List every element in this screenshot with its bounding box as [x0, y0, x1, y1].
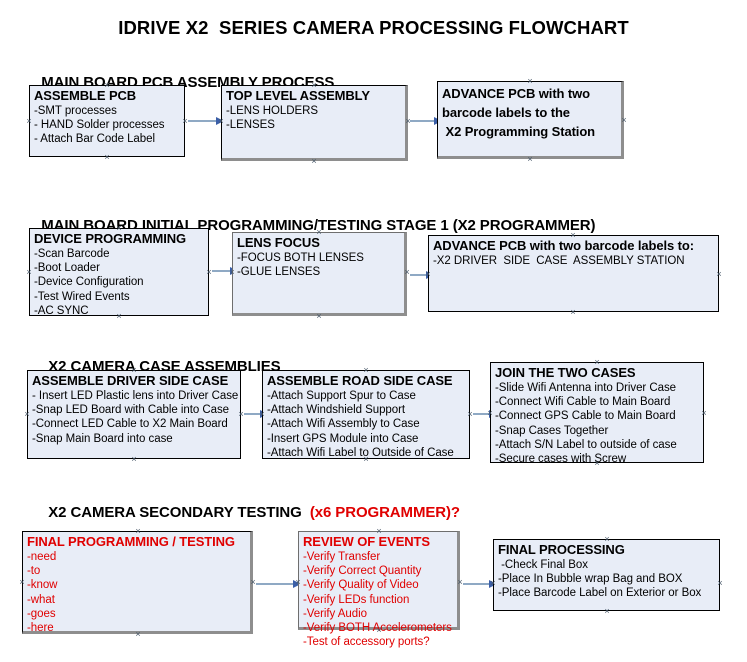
- arrow-head-icon: [293, 580, 301, 588]
- flow-box-line: -Verify BOTH Accelerometers: [303, 622, 452, 635]
- flow-box-line: -Verify Quality of Video: [303, 579, 419, 592]
- connector-arrow: [212, 267, 238, 275]
- connector-arrow: [244, 410, 268, 418]
- flow-box-line: -know: [27, 579, 58, 592]
- flow-box-title: DEVICE PROGRAMMING: [34, 231, 187, 246]
- flow-box-line: -Snap Cases Together: [495, 424, 609, 437]
- flow-box-advance-pcb-to-driver-side-case[interactable]: ADVANCE PCB with two barcode labels to: …: [428, 235, 719, 312]
- flow-box-title: ASSEMBLE ROAD SIDE CASE: [267, 373, 453, 388]
- flow-box-final-programming-testing[interactable]: FINAL PROGRAMMING / TESTING -need -to -k…: [22, 531, 253, 634]
- section-heading-accent: (x6 PROGRAMMER)?: [309, 504, 460, 521]
- flow-box-final-processing[interactable]: FINAL PROCESSING -Check Final Box -Place…: [493, 539, 720, 611]
- section-heading-text: X2 CAMERA SECONDARY TESTING: [48, 504, 310, 521]
- flow-box-title: ADVANCE PCB with two barcode labels to:: [433, 238, 694, 253]
- flow-box-line: -Snap LED Board with Cable into Case: [32, 404, 230, 417]
- flow-box-line: -Secure cases with Screw: [495, 453, 627, 466]
- flow-box-line: -Place Barcode Label on Exterior or Box: [498, 587, 702, 600]
- page-title: IDRIVE X2 SERIES CAMERA PROCESSING FLOWC…: [118, 17, 629, 38]
- flow-box-line: -Verify Correct Quantity: [303, 565, 422, 578]
- flow-box-line: -Connect Wifi Cable to Main Board: [495, 396, 671, 409]
- flow-box-top-level-assembly[interactable]: TOP LEVEL ASSEMBLY -LENS HOLDERS -LENSES: [221, 85, 408, 161]
- connector-arrow: [473, 410, 497, 418]
- flow-box-line: -Check Final Box: [498, 559, 588, 571]
- flow-box-line: -Snap Main Board into case: [32, 432, 173, 445]
- flow-box-line: -to: [27, 565, 41, 578]
- flow-box-lens-focus[interactable]: LENS FOCUS -FOCUS BOTH LENSES -GLUE LENS…: [232, 232, 407, 316]
- flow-box-review-of-events[interactable]: REVIEW OF EVENTS -Verify Transfer -Verif…: [298, 531, 460, 648]
- flow-box-line-overflow: -Test of accessory ports?: [303, 636, 430, 649]
- flow-box-line: - Insert LED Plastic lens into Driver Ca…: [32, 390, 239, 402]
- flow-box-line: -AC SYNC: [34, 304, 89, 317]
- connector-arrow: [256, 580, 301, 588]
- flow-box-title: ASSEMBLE PCB: [34, 88, 137, 103]
- flow-box-assemble-road-side-case[interactable]: ASSEMBLE ROAD SIDE CASE -Attach Support …: [262, 370, 470, 459]
- flow-box-line: -what: [27, 593, 55, 606]
- flow-box-line: -GLUE LENSES: [237, 266, 321, 279]
- flow-box-line: -goes: [27, 607, 56, 620]
- flow-box-line: -Attach Wifi Assembly to Case: [267, 418, 420, 431]
- flow-box-line: -Insert GPS Module into Case: [267, 432, 419, 445]
- connector-arrow: [410, 271, 434, 279]
- flow-box-title: LENS FOCUS: [237, 235, 320, 250]
- flow-box-line: -Scan Barcode: [34, 248, 110, 260]
- flow-box-line: -X2 DRIVER SIDE CASE ASSEMBLY STATION: [433, 255, 685, 267]
- section-heading-x2-camera-secondary-testing: X2 CAMERA SECONDARY TESTING (x6 PROGRAMM…: [32, 487, 460, 538]
- flow-box-line: -Boot Loader: [34, 262, 100, 275]
- flow-box-line: -Slide Wifi Antenna into Driver Case: [495, 382, 676, 394]
- flow-box-line: -Verify Audio: [303, 607, 367, 620]
- flow-box-line: -Verify LEDs function: [303, 593, 410, 606]
- flow-box-line: -Connect GPS Cable to Main Board: [495, 410, 676, 423]
- flow-box-line: -FOCUS BOTH LENSES: [237, 252, 364, 264]
- flow-box-title: ADVANCE PCB with two barcode labels to t…: [442, 86, 596, 139]
- flow-box-line: -Place In Bubble wrap Bag and BOX: [498, 573, 683, 586]
- flow-box-advance-pcb-to-programming-station[interactable]: ADVANCE PCB with two barcode labels to t…: [437, 81, 624, 159]
- flow-box-line: -here: [27, 622, 54, 635]
- flow-box-line: - HAND Solder processes: [34, 119, 165, 132]
- flow-box-line: -SMT processes: [34, 105, 117, 117]
- arrow-head-icon: [216, 117, 224, 125]
- flow-box-line: - Attach Bar Code Label: [34, 133, 155, 146]
- flow-box-line: -Device Configuration: [34, 276, 144, 289]
- flow-box-line: -LENS HOLDERS: [226, 105, 319, 117]
- connector-arrow: [188, 117, 224, 125]
- flow-box-title: ASSEMBLE DRIVER SIDE CASE: [32, 373, 229, 388]
- connector-arrow: [463, 580, 497, 588]
- flow-box-assemble-driver-side-case[interactable]: ASSEMBLE DRIVER SIDE CASE - Insert LED P…: [27, 370, 241, 459]
- flow-box-line: -Attach Wifi Label to Outside of Case: [267, 446, 454, 459]
- flow-box-assemble-pcb[interactable]: ASSEMBLE PCB -SMT processes - HAND Solde…: [29, 85, 185, 157]
- flow-box-line: -need: [27, 551, 57, 563]
- flow-box-device-programming[interactable]: DEVICE PROGRAMMING -Scan Barcode -Boot L…: [29, 228, 209, 317]
- flow-box-title: TOP LEVEL ASSEMBLY: [226, 88, 370, 103]
- flow-box-line: -Verify Transfer: [303, 551, 381, 563]
- flow-box-title: JOIN THE TWO CASES: [495, 365, 636, 380]
- flow-box-line: -Attach S/N Label to outside of case: [495, 438, 677, 451]
- connector-arrow: [410, 117, 442, 125]
- flow-box-line: -LENSES: [226, 119, 275, 132]
- flow-box-line: -Attach Windshield Support: [267, 404, 406, 417]
- flow-box-title: FINAL PROGRAMMING / TESTING: [27, 534, 235, 549]
- flow-box-join-the-two-cases[interactable]: JOIN THE TWO CASES -Slide Wifi Antenna i…: [490, 362, 704, 466]
- flow-box-title: FINAL PROCESSING: [498, 542, 625, 557]
- flow-box-line: -Attach Support Spur to Case: [267, 390, 416, 402]
- flow-box-line: -Test Wired Events: [34, 290, 130, 303]
- flow-box-line: -Connect LED Cable to X2 Main Board: [32, 418, 228, 431]
- flow-box-title: REVIEW OF EVENTS: [303, 534, 430, 549]
